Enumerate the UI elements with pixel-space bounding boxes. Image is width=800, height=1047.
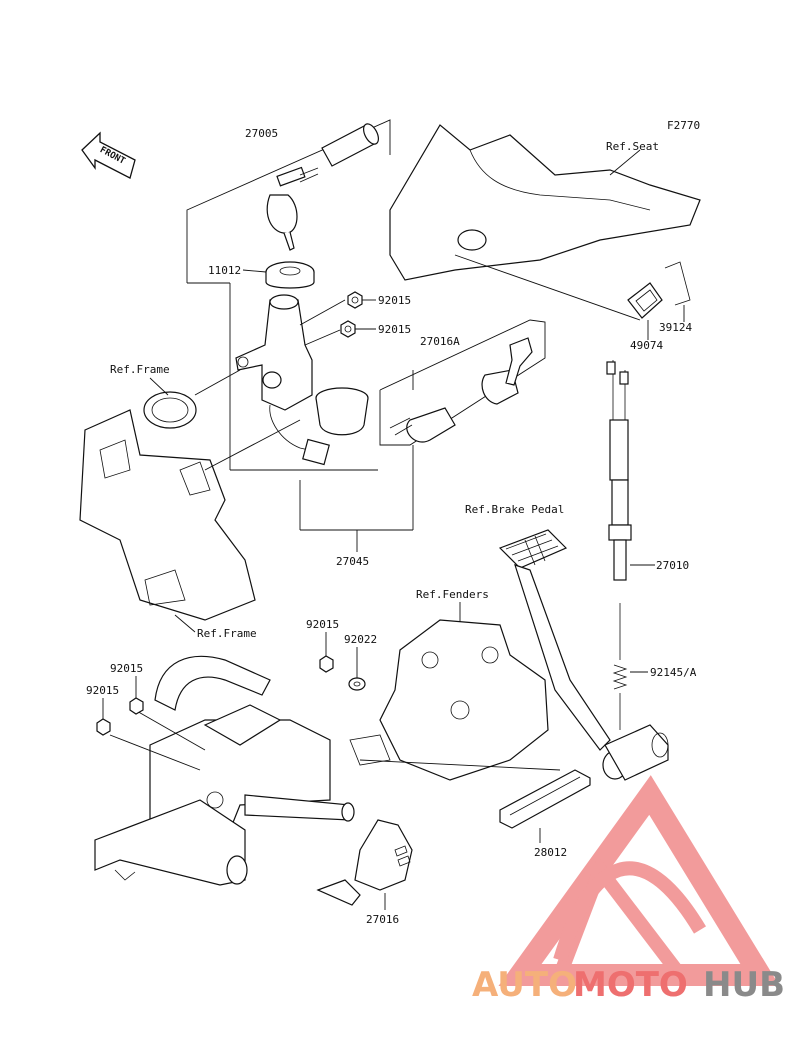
- label-ref-brake-pedal: Ref.Brake Pedal: [465, 503, 564, 516]
- label-11012: 11012: [208, 264, 241, 277]
- frame-headstock: [79, 369, 301, 621]
- label-ref-fenders: Ref.Fenders: [416, 588, 489, 601]
- label-92015-c: 92015: [306, 618, 339, 631]
- watermark-moto: MOTO: [573, 965, 688, 1005]
- clip-39124: [664, 261, 691, 322]
- label-92022: 92022: [344, 633, 377, 646]
- front-arrow-icon: FRONT: [81, 131, 136, 179]
- seat-latch-27016: [316, 819, 413, 910]
- figure-code: F2770: [667, 119, 700, 132]
- label-39124: 39124: [659, 321, 692, 334]
- label-27016A: 27016A: [420, 335, 460, 348]
- nut-92015-c: [319, 655, 334, 673]
- rear-subframe: [94, 655, 355, 886]
- cap-11012: [265, 261, 315, 289]
- spring-92145A: [612, 603, 648, 730]
- watermark-auto: AUTO: [472, 965, 577, 1005]
- nut-92015-a: [347, 291, 363, 309]
- label-ref-frame-top: Ref.Frame: [110, 363, 170, 376]
- nut-92015-b: [340, 320, 356, 338]
- key-tube: [321, 123, 379, 167]
- label-27005: 27005: [245, 127, 278, 140]
- label-92015-e: 92015: [86, 684, 119, 697]
- seat-fender: [389, 124, 701, 321]
- label-92145A: 92145/A: [650, 666, 697, 679]
- label-ref-frame-bottom: Ref.Frame: [197, 627, 257, 640]
- label-92015-d: 92015: [110, 662, 143, 675]
- footrest-rubber-28012: [499, 769, 591, 843]
- seat-lock-parts: [389, 337, 533, 443]
- label-28012: 28012: [534, 846, 567, 859]
- label-27016: 27016: [366, 913, 399, 926]
- label-27010: 27010: [656, 559, 689, 572]
- label-92015-a: 92015: [378, 294, 411, 307]
- label-92015-b: 92015: [378, 323, 411, 336]
- grommet-49074: [627, 282, 663, 340]
- watermark-text: AUTO MOTO HUB: [472, 965, 785, 1005]
- label-27045: 27045: [336, 555, 369, 568]
- cover-cup: [315, 387, 369, 436]
- ignition-switch: [235, 294, 346, 466]
- assembly-bracket-27016A: [299, 319, 546, 531]
- nut-92015-e: [96, 718, 111, 736]
- nut-92015-d: [129, 697, 144, 715]
- watermark-logo: [498, 775, 780, 986]
- watermark-hub: HUB: [703, 965, 785, 1005]
- part-labels: 27005 11012 92015 92015 27016A Ref.Frame…: [86, 127, 697, 926]
- key-set-icon: [266, 166, 319, 251]
- assembly-bracket-27005: [186, 119, 391, 471]
- fender-bracket: [349, 619, 561, 781]
- label-ref-seat: Ref.Seat: [606, 140, 659, 153]
- label-49074: 49074: [630, 339, 663, 352]
- washer-92022: [348, 677, 366, 691]
- brake-pedal: [498, 529, 669, 781]
- brake-switch-27010: [606, 360, 655, 581]
